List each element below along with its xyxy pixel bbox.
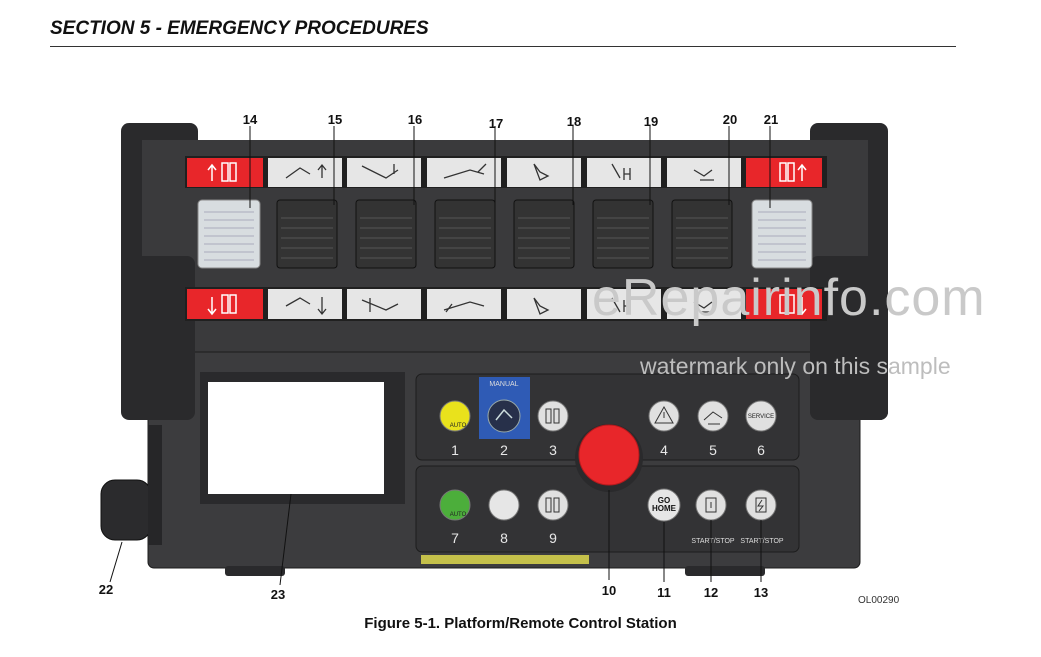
button-3[interactable] xyxy=(537,400,569,432)
go-label: GO xyxy=(658,496,670,505)
callout-17: 17 xyxy=(489,116,503,131)
left-lower-block xyxy=(125,256,195,420)
arrow-up-icon xyxy=(779,162,807,182)
auto-button-1[interactable] xyxy=(439,400,471,432)
lever-16[interactable] xyxy=(355,199,417,269)
callout-12: 12 xyxy=(704,585,718,600)
button-number-8: 8 xyxy=(500,530,508,546)
start-stop-button-13[interactable] xyxy=(745,489,777,521)
arrow-down-icon xyxy=(207,294,237,316)
swing-reverse-icon xyxy=(533,297,550,315)
level-down-icon xyxy=(611,297,631,313)
go-home-button-11[interactable] xyxy=(647,488,681,522)
emergency-stop-button[interactable] xyxy=(578,424,640,486)
section-title: SECTION 5 - EMERGENCY PROCEDURES xyxy=(50,18,429,39)
lower-label-20 xyxy=(667,289,741,319)
auto-button-7[interactable] xyxy=(439,489,471,521)
callout-21: 21 xyxy=(764,112,778,127)
lever-21[interactable] xyxy=(751,199,813,269)
platform-icon xyxy=(703,411,723,425)
button-number-5: 5 xyxy=(709,442,717,458)
tele-out-icon xyxy=(443,163,487,179)
lever-18[interactable] xyxy=(513,199,575,269)
upper-label-16 xyxy=(347,158,421,187)
callout-14: 14 xyxy=(243,112,258,127)
lower-label-16 xyxy=(347,289,421,319)
service-label: SERVICE xyxy=(748,414,774,420)
callout-10: 10 xyxy=(602,583,616,598)
right-lower-block xyxy=(810,256,888,420)
lever-19[interactable] xyxy=(592,199,654,269)
button-8[interactable] xyxy=(488,489,520,521)
upper-label-20 xyxy=(667,158,741,187)
callout-leaders xyxy=(109,126,771,586)
engine-icon xyxy=(705,497,717,513)
boom-down-icon xyxy=(361,298,399,312)
callout-20: 20 xyxy=(723,112,737,127)
lower-label-14 xyxy=(187,289,263,319)
foot-right xyxy=(685,566,765,576)
button-number-3: 3 xyxy=(549,442,557,458)
callout-15: 15 xyxy=(328,112,342,127)
lever-15[interactable] xyxy=(276,199,338,269)
auto-label: AUTO xyxy=(450,423,467,429)
button-5[interactable] xyxy=(697,400,729,432)
arrow-down-icon xyxy=(779,294,807,316)
callout-18: 18 xyxy=(567,114,581,129)
start-stop-label-13: START/STOP xyxy=(740,538,784,545)
warning-icon xyxy=(654,405,674,424)
home-label: HOME xyxy=(652,504,677,513)
lower-label-15 xyxy=(268,289,342,319)
tele-in-icon xyxy=(443,301,485,313)
callout-22: 22 xyxy=(99,582,113,597)
button-9[interactable] xyxy=(537,489,569,521)
button-number-2: 2 xyxy=(500,442,508,458)
button-number-1: 1 xyxy=(451,442,459,458)
manual-label: MANUAL xyxy=(489,381,518,388)
lever-14[interactable] xyxy=(197,199,261,269)
callout-23: 23 xyxy=(271,587,285,602)
lever-20[interactable] xyxy=(671,199,733,269)
status-light-bar xyxy=(421,555,589,564)
auto-label: AUTO xyxy=(450,512,467,518)
callout-19: 19 xyxy=(644,114,658,129)
lever-17[interactable] xyxy=(434,199,496,269)
button-number-7: 7 xyxy=(451,530,459,546)
side-connector xyxy=(148,425,162,545)
watermark-note: watermark only on this sample xyxy=(640,353,951,379)
remote-connector-knob[interactable] xyxy=(100,479,152,541)
arrow-up-icon xyxy=(207,162,237,182)
boom-up-icon xyxy=(361,164,399,179)
button-number-9: 9 xyxy=(549,530,557,546)
electric-icon xyxy=(755,497,767,513)
rotate-icon xyxy=(693,169,714,181)
upper-label-18 xyxy=(507,158,581,187)
swing-icon xyxy=(533,163,550,181)
watermark-brand: eRepairinfo.com xyxy=(592,269,986,327)
foot-left xyxy=(225,566,285,576)
button-number-6: 6 xyxy=(757,442,765,458)
rotate-reverse-icon xyxy=(693,301,714,313)
manual-button-2[interactable] xyxy=(487,399,521,433)
callout-11: 11 xyxy=(657,585,671,600)
service-button-6[interactable] xyxy=(745,400,777,432)
figure-ref-code: OL00290 xyxy=(858,595,900,606)
start-stop-label-12: START/STOP xyxy=(691,538,735,545)
lower-label-18 xyxy=(507,289,581,319)
display-screen xyxy=(208,382,384,494)
header-rule xyxy=(50,46,956,47)
level-icon xyxy=(611,163,631,180)
callout-16: 16 xyxy=(408,112,422,127)
callout-13: 13 xyxy=(754,585,768,600)
lower-label-21 xyxy=(746,289,822,319)
boom-icon xyxy=(495,408,513,421)
jib-up-icon xyxy=(285,163,327,179)
upper-label-15 xyxy=(268,158,342,187)
figure-caption: Figure 5-1. Platform/Remote Control Stat… xyxy=(364,615,677,632)
button-number-4: 4 xyxy=(660,442,668,458)
jib-down-icon xyxy=(285,297,327,316)
